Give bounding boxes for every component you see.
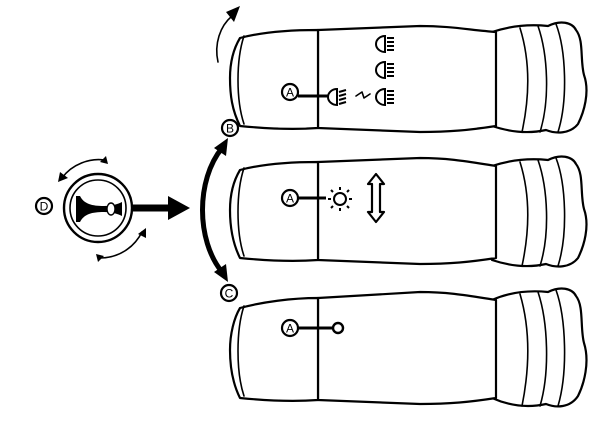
- top-stalk-knob: [228, 28, 320, 130]
- off-ring-icon: [331, 321, 345, 335]
- middle-stalk-knob: [228, 160, 320, 262]
- horn-button: D: [34, 156, 190, 262]
- rotate-arrow-upper-head-a: [58, 172, 68, 182]
- headlamp-flash-icon: [355, 91, 371, 99]
- middle-stalk: A: [228, 155, 588, 268]
- callout-b: B: [226, 122, 234, 136]
- rotate-arrow-lower-head-b: [138, 228, 146, 238]
- callout-a-middle: A: [286, 192, 294, 206]
- callout-b-circle: [220, 118, 240, 138]
- rotate-arrow-top: [216, 15, 233, 63]
- callout-a-top: A: [286, 86, 294, 100]
- bottom-stalk: A: [228, 287, 588, 408]
- top-stalk-boot: [490, 21, 588, 134]
- top-stalk-shaft: [316, 24, 498, 134]
- up-down-arrow-icon: [366, 172, 386, 224]
- bottom-stalk-boot: [490, 287, 588, 408]
- rotate-arrow-lower: [99, 231, 143, 259]
- b-c-double-arrow: B C: [200, 118, 240, 303]
- bottom-stalk-shaft: [316, 290, 498, 406]
- b-c-arrow-shaft: [200, 146, 224, 274]
- middle-stalk-shaft: [316, 156, 498, 266]
- bottom-stalk-knob: [228, 296, 320, 402]
- callout-d-circle: [34, 196, 54, 216]
- callout-c-circle: [219, 283, 239, 303]
- callout-a-bottom: A: [286, 322, 294, 336]
- horn-icon: [76, 196, 122, 222]
- callout-a-top-circle: [280, 82, 300, 102]
- rotate-arrow-lower-head-a: [96, 254, 104, 262]
- middle-stalk-boot: [490, 155, 588, 268]
- rotate-arrow-top-head: [226, 6, 240, 22]
- rotate-arrow-upper-head-b: [100, 156, 108, 164]
- callout-d: D: [40, 200, 49, 214]
- rotate-arrow-upper: [61, 158, 105, 179]
- c-arrow-head: [214, 264, 228, 282]
- push-arrow-head: [168, 196, 190, 220]
- top-stalk: A: [216, 6, 588, 134]
- b-arrow-head: [214, 138, 228, 156]
- callout-c: C: [225, 287, 234, 301]
- position-light-icon: [328, 187, 352, 211]
